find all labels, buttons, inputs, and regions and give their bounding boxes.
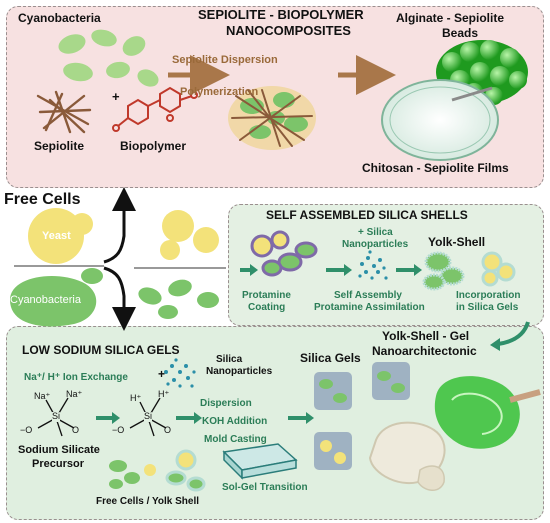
biopolymer-label: Biopolymer	[120, 139, 187, 153]
nanoparticles-label: Nanoparticles	[342, 239, 409, 250]
sodium-silicate-label: Sodium Silicate	[18, 444, 100, 456]
coating-label: Coating	[248, 302, 286, 313]
in-silica-gels-label: in Silica Gels	[456, 302, 519, 313]
cyanobacteria-cells-top	[58, 29, 159, 87]
nanocomposites-title: NANOCOMPOSITES	[226, 23, 351, 38]
sepiolite-label: Sepiolite	[34, 139, 85, 153]
sepiolite-dispersion-label: Sepiolite Dispersion	[172, 54, 278, 66]
branching-arrows	[103, 187, 136, 331]
plus-sign-bottom: +	[158, 367, 166, 381]
yolk-shell-label: Yolk-Shell	[428, 235, 486, 249]
silica-gels-label: Silica Gels	[300, 351, 361, 365]
protamine-label: Protamine	[242, 290, 291, 301]
nanoarchitectonic-label: Nanoarchitectonic	[372, 344, 477, 358]
gel-green-photo	[434, 376, 541, 449]
protamine-assimilation-label: Protamine Assimilation	[314, 302, 425, 313]
ion-exchange-label: Na⁺/ H⁺ Ion Exchange	[24, 372, 128, 383]
o-label-1: O	[72, 425, 80, 435]
alginate-beads-label: Alginate - Sepiolite	[396, 11, 505, 25]
incorporation-label: Incorporation	[456, 290, 521, 301]
yolk-shell-gel-label: Yolk-Shell - Gel	[382, 329, 470, 343]
gel-clear-photo	[368, 421, 446, 491]
mold-casting-label: Mold Casting	[204, 434, 267, 445]
o-label-2: O	[164, 425, 172, 435]
silica-np-bottom	[164, 358, 196, 388]
nanocomposite-cluster	[228, 86, 316, 150]
h-label-1: H⁺	[130, 393, 142, 403]
sol-gel-transition-label: Sol-Gel Transition	[222, 482, 308, 493]
silica-shells-title: SELF ASSEMBLED SILICA SHELLS	[266, 208, 468, 222]
dispersion-label: Dispersion	[200, 398, 252, 409]
plus-sign-top: +	[112, 89, 120, 104]
silica-np-label-2: Nanoparticles	[206, 366, 273, 377]
o-minus-label-2: −O	[112, 425, 125, 435]
yolk-shell-cells	[422, 251, 516, 291]
chitosan-film	[381, 79, 499, 161]
cells-bottom	[109, 449, 206, 492]
coated-cells	[250, 230, 318, 277]
o-minus-label-1: −O	[20, 425, 33, 435]
sepiolite-biopolymer-title: SEPIOLITE - BIOPOLYMER	[198, 7, 364, 22]
biopolymer-molecule	[112, 86, 198, 132]
yeast-label: Yeast	[42, 230, 71, 242]
polymerization-label: Polymerization	[180, 86, 259, 98]
si-label-1: Si	[52, 411, 61, 422]
free-cells-left	[10, 208, 104, 327]
beads-label: Beads	[442, 26, 479, 40]
precursor-label: Precursor	[32, 458, 84, 470]
koh-addition-label: KOH Addition	[202, 416, 268, 427]
silica-label: + Silica	[358, 227, 393, 238]
silica-nanoparticle-dots	[358, 250, 388, 280]
gel-squares	[314, 362, 410, 470]
free-cells-center	[138, 210, 219, 319]
free-cells-yolk-shell-label: Free Cells / Yolk Shell	[96, 496, 200, 507]
sol-gel-slab	[222, 443, 298, 480]
low-sodium-title: LOW SODIUM SILICA GELS	[22, 343, 180, 357]
h-label-2: H⁺	[158, 389, 170, 399]
silica-np-label-1: Silica	[216, 354, 243, 365]
sepiolite-fibers	[36, 90, 92, 134]
na-label-1: Na⁺	[34, 391, 51, 401]
cyanobacteria-label-left: Cyanobacteria	[10, 294, 81, 306]
free-cells-label: Free Cells	[4, 191, 81, 208]
cyanobacteria-label-top: Cyanobacteria	[18, 11, 101, 25]
na-label-2: Na⁺	[66, 389, 83, 399]
self-assembly-label: Self Assembly	[334, 290, 402, 301]
chitosan-films-label: Chitosan - Sepiolite Films	[362, 161, 509, 175]
si-label-2: Si	[144, 411, 153, 422]
